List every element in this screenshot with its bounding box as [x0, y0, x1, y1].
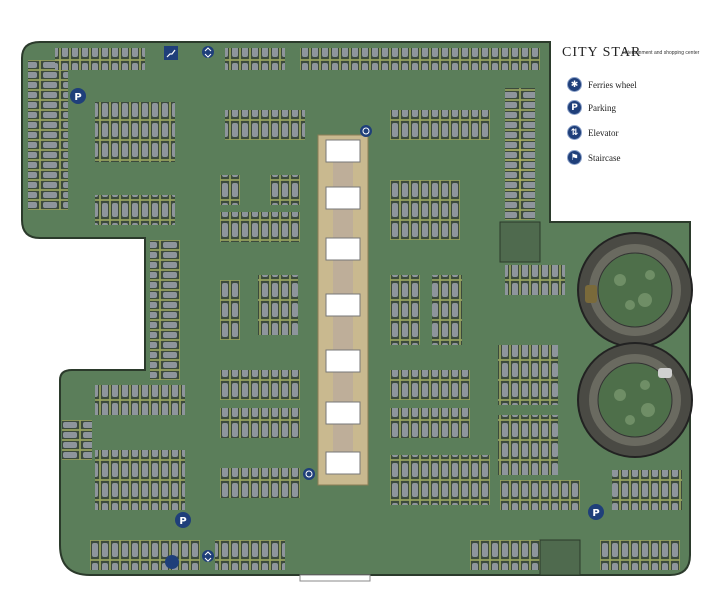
spiral-ramp-bottom	[577, 342, 693, 458]
staircase-marker-icon	[165, 555, 179, 569]
legend-elevator: ⇅ Elevator	[567, 125, 619, 140]
parking-marker-icon: P	[588, 504, 604, 520]
parking-icon: P	[567, 100, 582, 115]
parking-stall-block	[55, 48, 145, 70]
parking-stall-block	[215, 540, 285, 570]
shop-unit	[325, 293, 361, 317]
parking-stall-block	[220, 408, 300, 438]
legend-parking: P Parking	[567, 100, 616, 115]
parking-stall-block	[220, 370, 300, 400]
parking-stall-block	[90, 540, 200, 570]
parking-stall-block	[270, 175, 300, 205]
parking-stall-block	[220, 175, 240, 205]
legend-label: Ferries wheel	[588, 79, 637, 90]
ferris-wheel-icon: ✱	[567, 77, 582, 92]
shop-unit	[325, 401, 361, 425]
elevator-marker-icon	[202, 550, 214, 562]
legend-label: Parking	[588, 102, 616, 113]
parking-stall-block	[95, 102, 175, 162]
ferris-wheel-marker-icon	[360, 125, 372, 137]
parking-stall-block	[390, 275, 420, 345]
atrium-shops	[325, 139, 361, 475]
legend-label: Elevator	[588, 127, 619, 138]
shop-unit	[325, 451, 361, 475]
legend-ferris-wheel: ✱ Ferries wheel	[567, 77, 637, 92]
parking-stall-block	[220, 280, 240, 340]
elevator-marker-icon	[202, 46, 214, 58]
parking-stall-block	[28, 60, 68, 210]
elevator-icon: ⇅	[567, 125, 582, 140]
car-on-ramp	[658, 368, 672, 378]
parking-stall-block	[220, 468, 300, 498]
mall-subtitle: entertainment and shopping center	[622, 50, 700, 56]
parking-stall-block	[390, 370, 470, 400]
parking-stall-block	[258, 275, 298, 335]
parking-marker-icon: P	[70, 88, 86, 104]
parking-stall-block	[150, 240, 180, 380]
parking-stall-block	[225, 48, 285, 70]
parking-stall-block	[62, 420, 92, 460]
parking-stall-block	[505, 265, 565, 295]
legend-label: Staircase	[588, 152, 621, 163]
parking-stall-block	[300, 48, 460, 70]
parking-stall-block	[498, 345, 558, 405]
parking-stall-block	[460, 48, 540, 70]
parking-marker-label: P	[74, 92, 81, 103]
shop-unit	[325, 349, 361, 373]
parking-stall-block	[612, 470, 682, 510]
parking-stall-block	[390, 408, 470, 438]
parking-stall-block	[600, 540, 680, 570]
shop-unit	[325, 237, 361, 261]
parking-stall-block	[390, 110, 490, 140]
parking-marker-label: P	[179, 516, 186, 527]
parking-stall-block	[500, 480, 580, 510]
parking-stall-block	[95, 195, 175, 225]
parking-stall-block	[95, 385, 185, 415]
parking-stall-block	[95, 450, 185, 510]
staircase-icon: ⚑	[567, 150, 582, 165]
parking-stall-block	[220, 212, 300, 242]
staircase-marker-icon	[164, 46, 178, 60]
ferris-wheel-marker-icon	[303, 468, 315, 480]
entrance-gate	[299, 574, 371, 582]
stairwell	[499, 221, 541, 263]
parking-stall-block	[225, 110, 305, 140]
parking-stall-block	[505, 140, 535, 220]
shop-unit	[325, 186, 361, 210]
parking-marker-label: P	[592, 508, 599, 519]
shop-unit	[325, 139, 361, 163]
parking-stall-block	[470, 540, 540, 570]
parking-stall-block	[390, 455, 490, 505]
car-on-ramp	[585, 285, 597, 303]
parking-marker-icon: P	[175, 512, 191, 528]
parking-stall-block	[432, 275, 462, 345]
parking-stall-block	[498, 415, 558, 475]
legend-staircase: ⚑ Staircase	[567, 150, 620, 165]
parking-stall-block	[390, 180, 460, 240]
parking-stalls	[28, 48, 682, 570]
mall-title: CITY STAR	[562, 45, 642, 60]
stairwell	[539, 539, 581, 576]
